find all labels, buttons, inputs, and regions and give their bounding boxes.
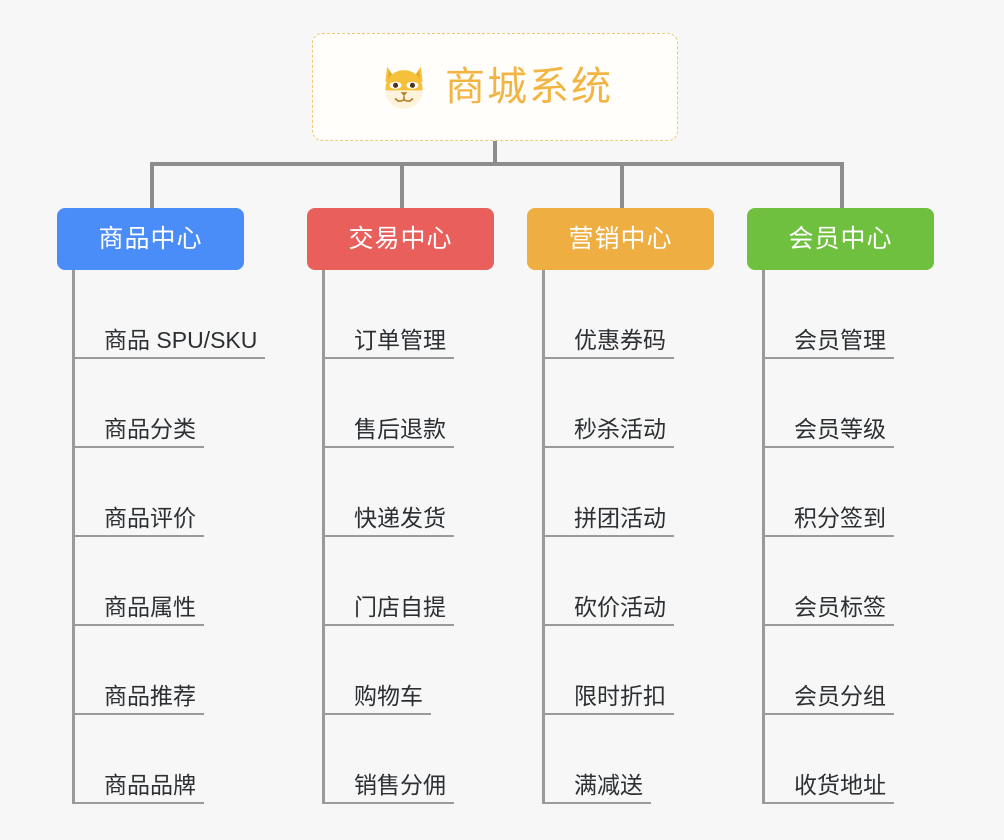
leaf-item-underline <box>322 446 454 448</box>
leaf-item-underline <box>322 713 431 715</box>
leaf-item[interactable]: 售后退款 <box>322 359 454 448</box>
leaf-item-label: 秒杀活动 <box>574 415 666 442</box>
leaf-item-label: 门店自提 <box>354 593 446 620</box>
leaf-item[interactable]: 商品品牌 <box>72 715 257 804</box>
leaf-item-underline <box>542 713 674 715</box>
leaf-item-label: 拼团活动 <box>574 504 666 531</box>
leaf-item-label: 会员分组 <box>794 682 886 709</box>
leaf-item[interactable]: 商品 SPU/SKU <box>72 270 265 359</box>
leaf-item-label: 售后退款 <box>354 415 446 442</box>
leaf-column-1: 商品 SPU/SKU 商品分类商品评价商品属性商品推荐商品品牌 <box>72 270 265 804</box>
leaf-item[interactable]: 收货地址 <box>762 715 894 804</box>
leaf-item-underline <box>72 446 204 448</box>
leaf-item-label: 满减送 <box>574 771 643 798</box>
leaf-item[interactable]: 会员标签 <box>762 537 894 626</box>
root-node-title: 商城系统 <box>445 65 613 109</box>
leaf-item-underline <box>322 802 454 804</box>
leaf-item-underline <box>72 624 204 626</box>
leaf-item-underline <box>72 535 204 537</box>
leaf-item-label: 会员标签 <box>794 593 886 620</box>
category-label: 会员中心 <box>788 224 893 253</box>
leaf-spine <box>542 270 545 804</box>
leaf-item[interactable]: 门店自提 <box>322 537 454 626</box>
leaf-item-underline <box>322 624 454 626</box>
leaf-item[interactable]: 优惠券码 <box>542 270 674 359</box>
connector-drop-3 <box>840 162 844 208</box>
leaf-item-underline <box>542 357 674 359</box>
leaf-item[interactable]: 购物车 <box>322 626 446 715</box>
leaf-item-underline <box>762 802 894 804</box>
leaf-item-label: 商品属性 <box>104 593 196 620</box>
root-node-mall-system[interactable]: 商城系统 <box>312 33 678 141</box>
leaf-item-underline <box>542 535 674 537</box>
leaf-item-underline <box>542 446 674 448</box>
leaf-item-label: 商品推荐 <box>104 682 196 709</box>
leaf-item-underline <box>322 357 454 359</box>
leaf-item[interactable]: 秒杀活动 <box>542 359 674 448</box>
leaf-item[interactable]: 会员分组 <box>762 626 894 715</box>
leaf-item-label: 商品分类 <box>104 415 196 442</box>
leaf-spine <box>72 270 75 804</box>
leaf-item-label: 购物车 <box>354 682 423 709</box>
leaf-item-underline <box>762 535 894 537</box>
leaf-item-underline <box>542 624 674 626</box>
leaf-item[interactable]: 订单管理 <box>322 270 454 359</box>
leaf-item-underline <box>762 624 894 626</box>
leaf-item-underline <box>72 713 204 715</box>
category-box-3[interactable]: 营销中心 <box>527 208 714 270</box>
shiba-dog-emoji <box>385 66 423 109</box>
connector-drop-2 <box>620 162 624 208</box>
connector-root-stem <box>493 141 497 165</box>
leaf-item-label: 会员等级 <box>794 415 886 442</box>
leaf-item-label: 商品评价 <box>104 504 196 531</box>
category-box-1[interactable]: 商品中心 <box>57 208 244 270</box>
leaf-column-3: 优惠券码秒杀活动拼团活动砍价活动限时折扣满减送 <box>542 270 674 804</box>
leaf-item-label: 优惠券码 <box>574 326 666 353</box>
leaf-item[interactable]: 商品分类 <box>72 359 257 448</box>
leaf-item[interactable]: 会员管理 <box>762 270 894 359</box>
leaf-spine <box>322 270 325 804</box>
leaf-item[interactable]: 商品评价 <box>72 448 257 537</box>
leaf-item[interactable]: 会员等级 <box>762 359 894 448</box>
leaf-column-2: 订单管理售后退款快递发货门店自提购物车销售分佣 <box>322 270 454 804</box>
leaf-item-label: 限时折扣 <box>574 682 666 709</box>
leaf-item[interactable]: 积分签到 <box>762 448 894 537</box>
leaf-item-underline <box>322 535 454 537</box>
leaf-item-label: 砍价活动 <box>574 593 666 620</box>
leaf-item-underline <box>762 357 894 359</box>
leaf-item[interactable]: 商品推荐 <box>72 626 257 715</box>
leaf-item[interactable]: 砍价活动 <box>542 537 674 626</box>
leaf-item-label: 商品品牌 <box>104 771 196 798</box>
leaf-item[interactable]: 商品属性 <box>72 537 257 626</box>
category-box-2[interactable]: 交易中心 <box>307 208 494 270</box>
leaf-item-underline <box>72 357 265 359</box>
leaf-item[interactable]: 快递发货 <box>322 448 454 537</box>
leaf-item[interactable]: 销售分佣 <box>322 715 454 804</box>
category-box-4[interactable]: 会员中心 <box>747 208 934 270</box>
leaf-item[interactable]: 拼团活动 <box>542 448 674 537</box>
leaf-item-label: 订单管理 <box>354 326 446 353</box>
leaf-item-underline <box>542 802 651 804</box>
leaf-item-underline <box>762 446 894 448</box>
leaf-item-label: 积分签到 <box>794 504 886 531</box>
leaf-item-underline <box>762 713 894 715</box>
leaf-item-label: 收货地址 <box>794 771 886 798</box>
connector-drop-1 <box>400 162 404 208</box>
category-label: 营销中心 <box>568 224 673 253</box>
leaf-item-label: 会员管理 <box>794 326 886 353</box>
leaf-item-label: 销售分佣 <box>354 771 446 798</box>
leaf-item-label: 快递发货 <box>354 504 446 531</box>
leaf-item[interactable]: 限时折扣 <box>542 626 674 715</box>
category-label: 商品中心 <box>98 224 203 253</box>
category-label: 交易中心 <box>348 224 453 253</box>
leaf-item[interactable]: 满减送 <box>542 715 666 804</box>
leaf-column-4: 会员管理会员等级积分签到会员标签会员分组收货地址 <box>762 270 894 804</box>
leaf-spine <box>762 270 765 804</box>
leaf-item-underline <box>72 802 204 804</box>
connector-horizontal-bus <box>150 162 844 166</box>
leaf-item-label: 商品 SPU/SKU <box>104 326 258 353</box>
connector-drop-0 <box>150 162 154 208</box>
